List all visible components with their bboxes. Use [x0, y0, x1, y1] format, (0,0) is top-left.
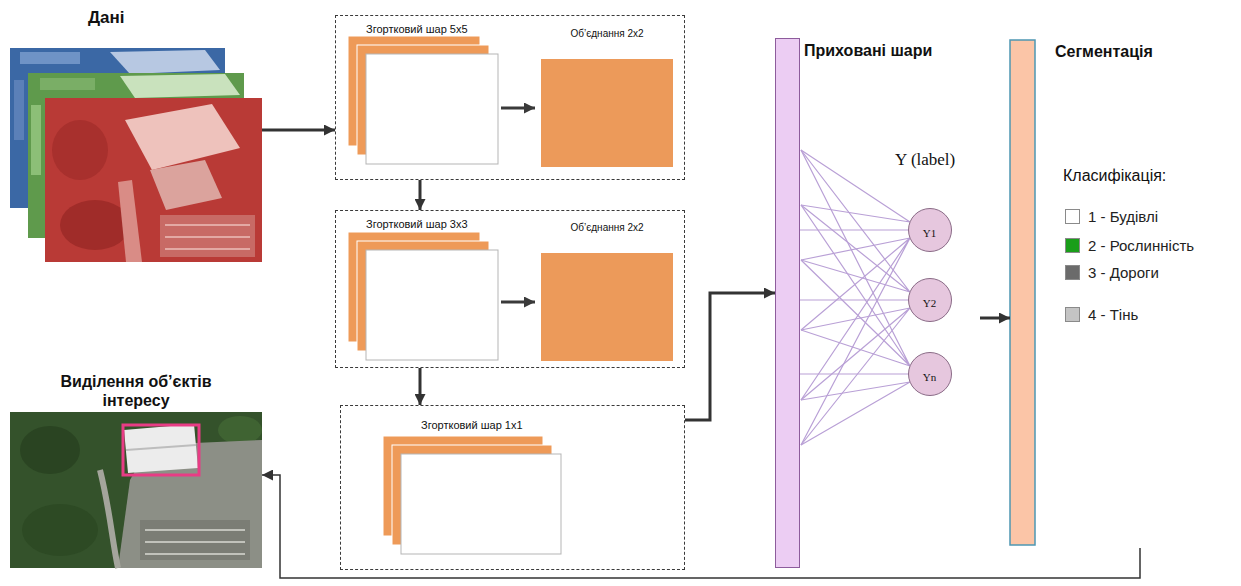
segmentation-panel: Сегментація [1010, 40, 1235, 548]
legend-swatch [1065, 265, 1080, 280]
layer-label: Згортковий шар 5x5 [366, 23, 468, 36]
parking-lines [145, 530, 245, 554]
data-image-stack: Дані [10, 8, 262, 264]
network-line [801, 150, 910, 445]
photo-ground [10, 412, 262, 568]
legend-swatch [1065, 307, 1080, 322]
conv-block: Згортковий шар 3x3 Об’єднання 2x2 [335, 210, 685, 368]
building-shape [110, 50, 220, 74]
section-heading: Сегментація [1055, 42, 1153, 61]
neuron-label: Y2 [909, 297, 950, 310]
building-shape [120, 74, 240, 98]
layer-label: Об’єднання 2x2 [541, 28, 673, 40]
building-shape [150, 160, 222, 210]
legend-label: 1 - Будівлі [1088, 208, 1158, 225]
section-heading: Дані [88, 8, 125, 28]
neuron-label: Y1 [909, 227, 950, 240]
parking-shape [140, 520, 250, 560]
flow-arrow [419, 368, 422, 405]
section-heading: Приховані шари [804, 41, 932, 60]
feature-map [401, 454, 561, 554]
conv-stack [383, 436, 561, 554]
output-neuron: Yn [908, 352, 952, 396]
layer-label: Згортковий шар 1x1 [421, 419, 523, 432]
conv-block: Згортковий шар 1x1 [340, 405, 685, 570]
flow-arrow [685, 293, 775, 420]
conv-stack [348, 36, 535, 164]
output-label: Y (label) [895, 150, 955, 170]
legend-item: 3 - Дороги [1065, 262, 1159, 282]
neuron-label: Yn [909, 371, 950, 384]
texture [20, 52, 80, 64]
tree-shape [20, 426, 80, 474]
parking-shape [160, 215, 255, 257]
pooling-map: Об’єднання 2x2 [541, 217, 673, 361]
legend-swatch [1065, 238, 1080, 253]
network-link [800, 229, 908, 230]
segmentation-bar [1010, 40, 1035, 545]
texture [60, 200, 130, 250]
legend-swatch [1065, 209, 1080, 224]
output-neuron: Y2 [908, 278, 952, 322]
tree-shape [22, 504, 98, 556]
legend-title: Класифікація: [1063, 166, 1166, 185]
layer-label: Згортковий шар 3x3 [366, 218, 468, 231]
pooling-arrow [501, 107, 535, 110]
texture [31, 105, 41, 175]
network-line [801, 150, 910, 445]
texture [14, 80, 24, 140]
texture [40, 78, 95, 90]
network-line [801, 150, 910, 445]
network-link [800, 299, 908, 300]
output-neuron: Y1 [908, 208, 952, 252]
feature-map [366, 250, 498, 360]
red-band-image [45, 98, 262, 262]
hidden-layer-bar: Приховані шари [775, 38, 800, 568]
output-image-panel: Виділення об’єктів інтересу [10, 372, 262, 568]
flow-arrow [262, 129, 335, 132]
legend-item: 2 - Рослинність [1065, 235, 1194, 255]
legend-label: 2 - Рослинність [1088, 237, 1194, 254]
network-link [800, 373, 908, 374]
parking-lines [165, 225, 250, 249]
flow-arrow [980, 317, 1010, 320]
road-shape [100, 470, 118, 568]
legend-label: 4 - Тінь [1088, 306, 1138, 323]
pooling-arrow [501, 301, 535, 304]
pooling-map: Об’єднання 2x2 [541, 23, 673, 167]
legend-label: 3 - Дороги [1088, 264, 1159, 281]
feature-map [366, 54, 498, 164]
image-band [45, 98, 262, 262]
output-image [10, 412, 262, 568]
building-shape [124, 424, 198, 473]
roof-line [126, 445, 196, 450]
texture [52, 120, 108, 180]
conv-stack [348, 232, 535, 360]
feedback-arrow [262, 475, 1140, 578]
conv-block: Згортковий шар 5x5 Об’єднання 2x2 [335, 15, 685, 180]
legend-item: 4 - Тінь [1065, 304, 1138, 324]
road-shape [118, 180, 142, 262]
tree-shape [218, 416, 262, 444]
section-heading: Виділення об’єктів інтересу [31, 372, 241, 410]
building-shape [125, 104, 240, 170]
detection-frame [123, 425, 199, 475]
flow-arrow [419, 180, 422, 210]
layer-label: Об’єднання 2x2 [541, 222, 673, 234]
network-lines [801, 150, 910, 445]
legend-item: 1 - Будівлі [1065, 206, 1158, 226]
